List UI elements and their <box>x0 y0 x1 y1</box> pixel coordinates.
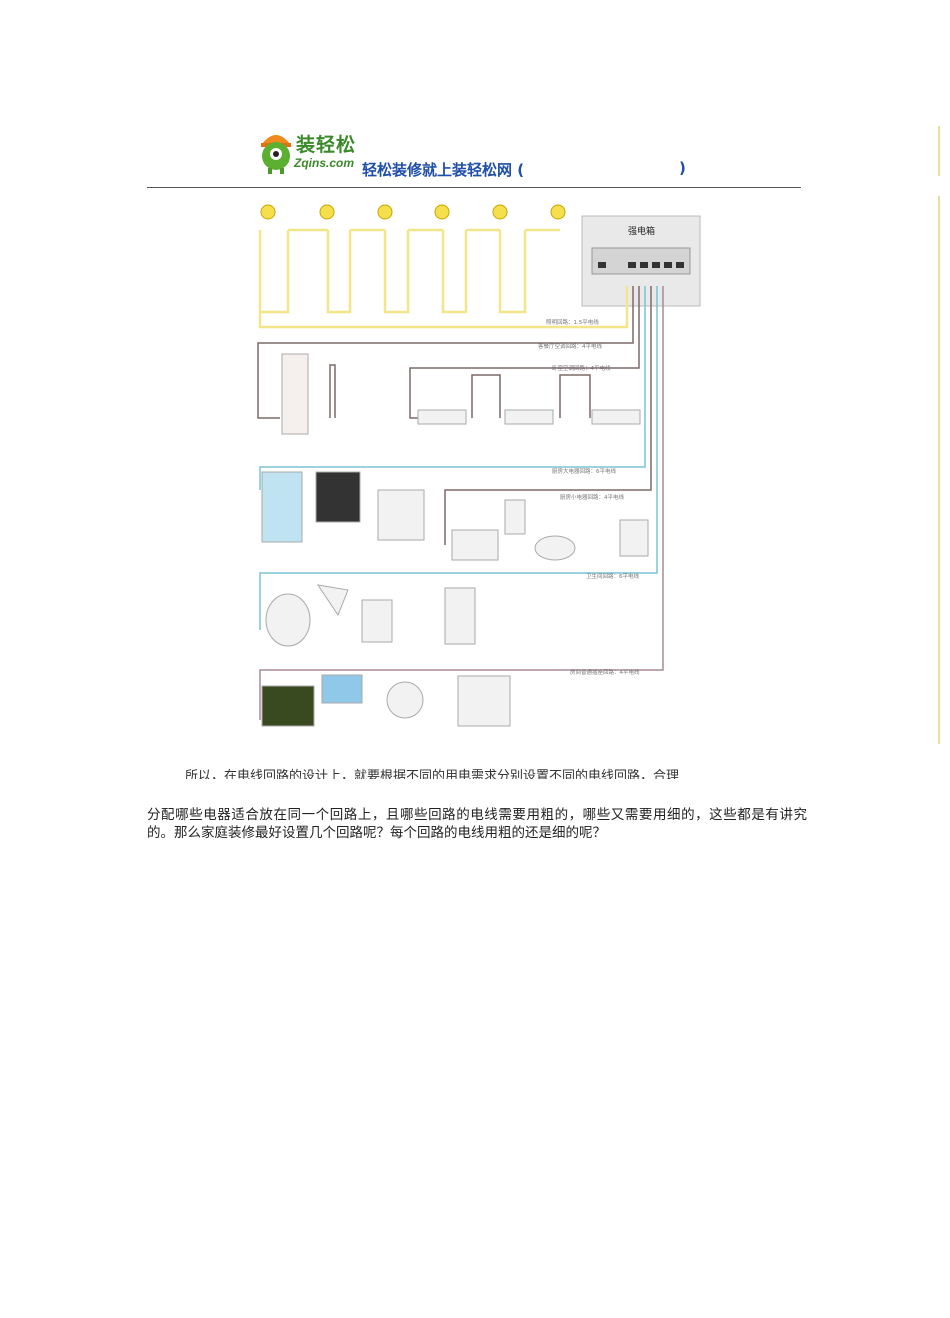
truncated-line: 所以，在电线回路的设计上，就要根据不同的用电需求分别设置不同的电线回路，合理 <box>185 769 680 779</box>
circuit-feed-wires <box>257 286 664 720</box>
circuit-label: 卫生间回路：6平电线 <box>586 572 639 580</box>
bulb-icons <box>260 204 566 220</box>
circuit-label: 卧室空调回路：4平电线 <box>552 364 611 372</box>
panel-label: 强电箱 <box>628 225 655 237</box>
brand-name: 装轻松 <box>296 134 357 156</box>
edge-mark <box>938 126 940 176</box>
wiring-diagram: 强电箱 <box>257 204 701 727</box>
circuit-label: 厨房大电器回路：6平电线 <box>552 467 617 475</box>
body-paragraph: 分配哪些电器适合放在同一个回路上，且哪些回路的电线需要用粗的，哪些又需要用细的，… <box>147 807 807 841</box>
circuit-label: 房间普通插座回路：4平电线 <box>570 668 640 676</box>
brand-domain: Zqins.com <box>294 156 355 170</box>
edge-mark <box>938 196 940 744</box>
circuit-labels: 照明回路：1.5平电线 客餐厅空调回路：4平电线 卧室空调回路：4平电线 厨房大… <box>538 318 640 676</box>
header-divider <box>147 187 801 188</box>
circuit-label: 厨房小电器回路：4平电线 <box>560 493 625 501</box>
site-header: 装轻松 Zqins.com 轻松装修就上装轻松网 ( ) <box>258 126 708 186</box>
circuit-label: 照明回路：1.5平电线 <box>546 318 599 326</box>
distribution-panel: 强电箱 <box>581 215 701 307</box>
appliance-icons <box>261 353 649 727</box>
lighting-circuit-wires <box>258 228 629 329</box>
slogan: 轻松装修就上装轻松网 ( <box>362 161 525 179</box>
circuit-label: 客餐厅空调回路：4平电线 <box>538 342 603 350</box>
slogan-close: ) <box>679 159 686 177</box>
mascot-logo-icon <box>261 135 291 174</box>
